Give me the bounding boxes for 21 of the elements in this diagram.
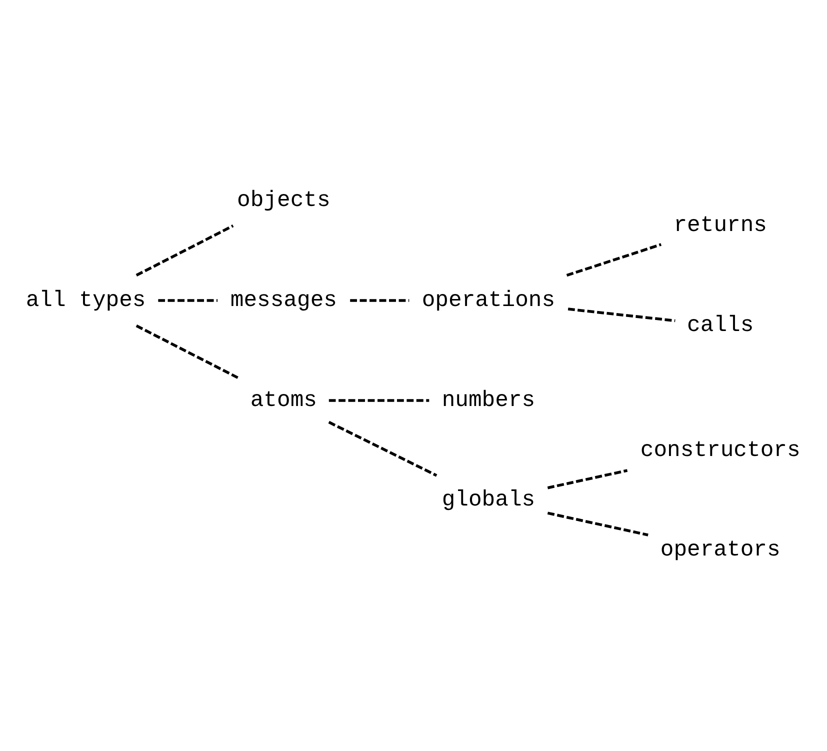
node-text: calls <box>687 312 754 338</box>
connector <box>350 299 410 302</box>
connector <box>158 299 218 302</box>
connector <box>328 420 438 477</box>
node-text: objects <box>237 188 330 213</box>
node-text: atoms <box>250 388 317 413</box>
connector <box>547 512 648 536</box>
node-text: messages <box>230 288 337 313</box>
node-text: globals <box>442 488 536 513</box>
connector <box>547 469 628 490</box>
connector <box>136 324 240 380</box>
node-text: returns <box>674 212 767 238</box>
connector <box>568 308 676 322</box>
node-text: operations <box>422 288 556 313</box>
connector <box>566 243 662 277</box>
node-text: all types <box>26 288 146 313</box>
connector <box>136 224 234 277</box>
connector <box>328 399 430 402</box>
node-text: numbers <box>442 388 536 413</box>
node-text: operators <box>660 538 780 563</box>
node-text: constructors <box>640 438 800 463</box>
